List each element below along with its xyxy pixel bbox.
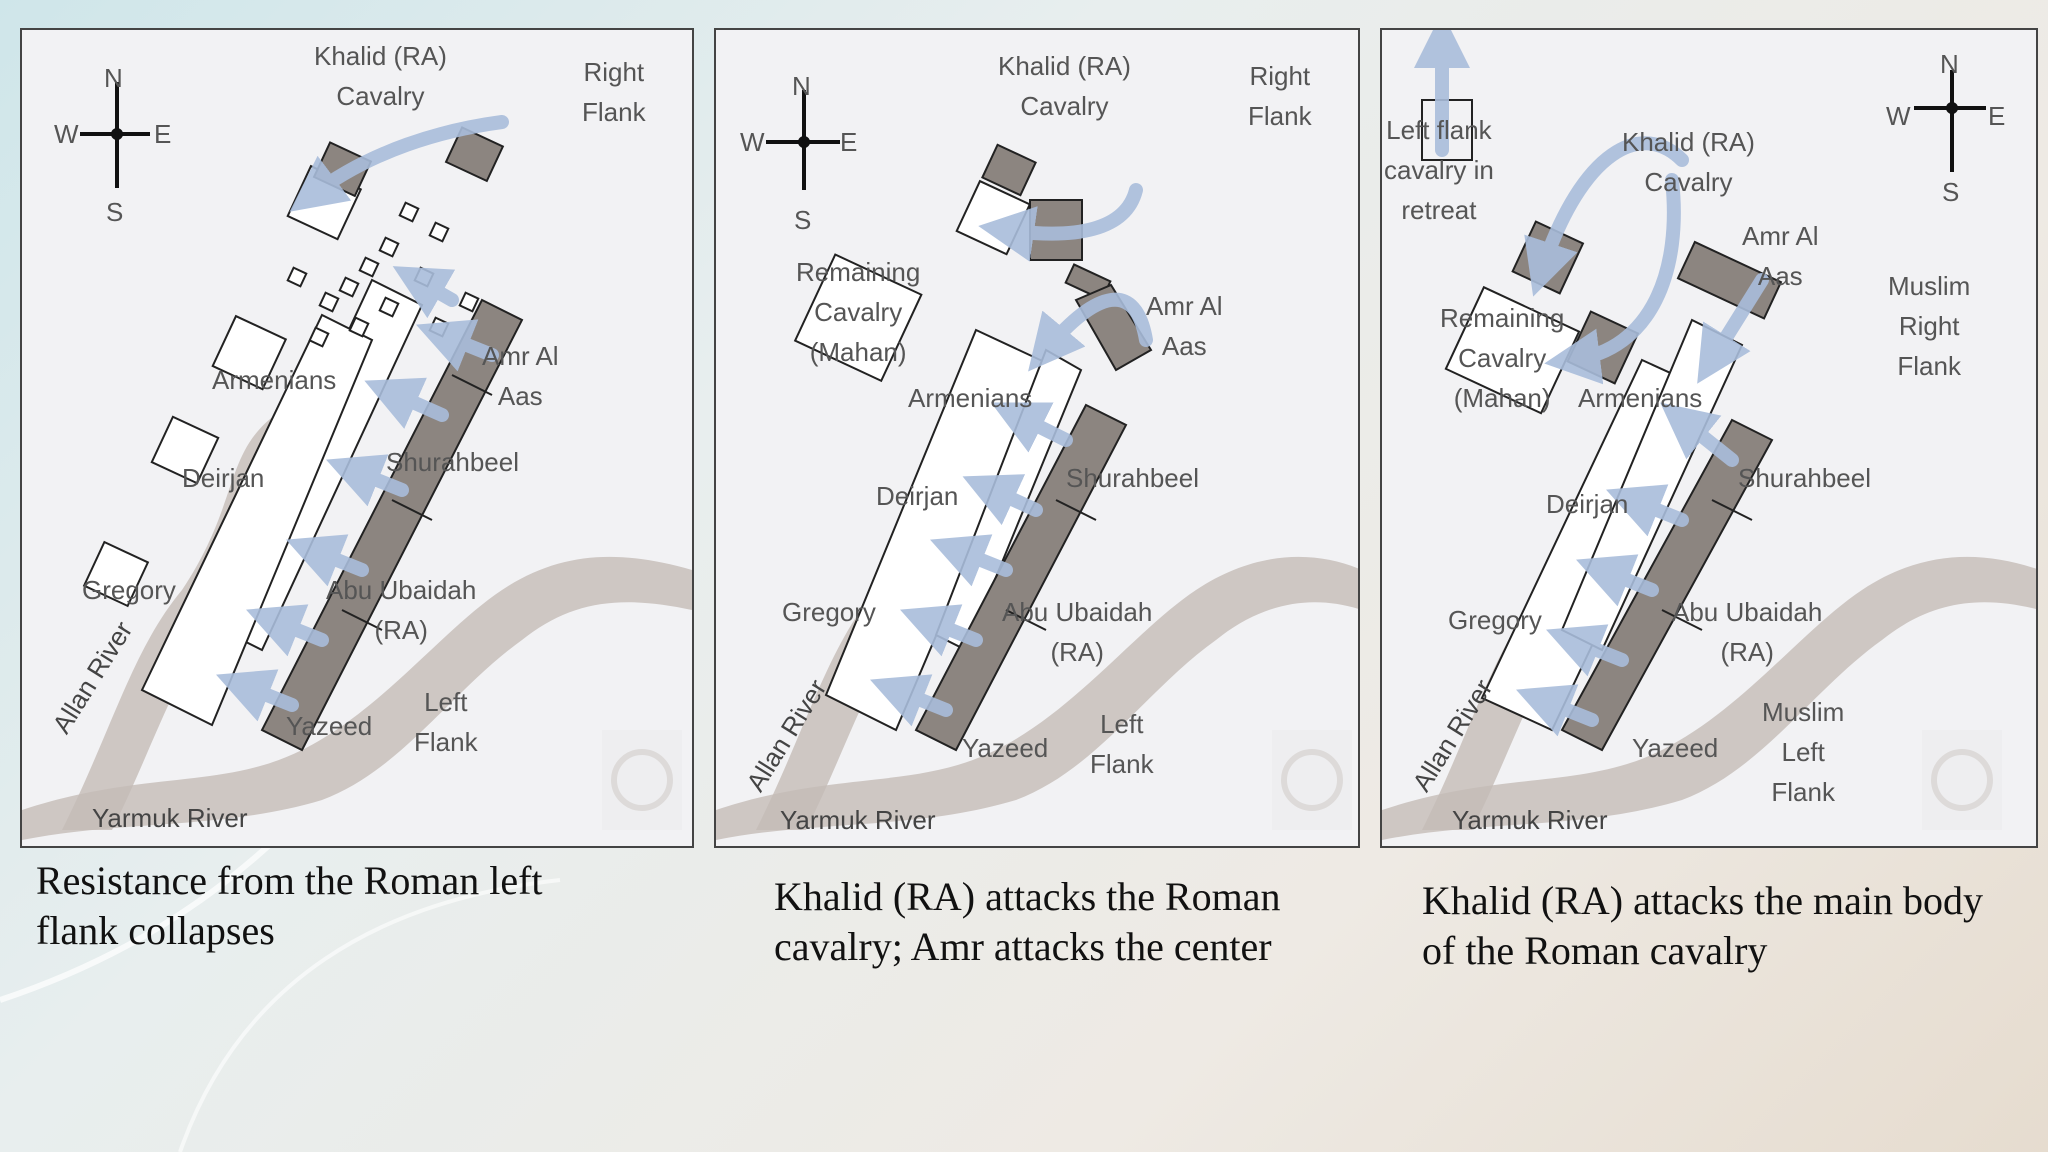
map-graphics xyxy=(716,90,1358,840)
label-yarmuk-river: Yarmuk River xyxy=(780,805,936,835)
compass-n: N xyxy=(1940,49,1959,79)
label-yazeed: Yazeed xyxy=(962,733,1049,763)
compass-n: N xyxy=(792,71,811,101)
compass-icon xyxy=(80,82,150,188)
label-deirjan: Deirjan xyxy=(1546,489,1629,519)
compass-w: W xyxy=(1886,101,1911,131)
compass-e: E xyxy=(154,119,172,149)
compass-w: W xyxy=(740,127,765,157)
label-yazeed: Yazeed xyxy=(286,711,373,741)
compass-w: W xyxy=(54,119,79,149)
label-armenians: Armenians xyxy=(908,383,1033,413)
label-yarmuk-river: Yarmuk River xyxy=(92,803,248,833)
label-khalid-cavalry: Khalid (RA)Cavalry xyxy=(1622,127,1755,197)
khalid-west-arrow xyxy=(289,115,509,212)
label-deirjan: Deirjan xyxy=(182,463,265,493)
label-gregory: Gregory xyxy=(782,597,876,627)
compass-n: N xyxy=(104,63,123,93)
label-shurahbeel: Shurahbeel xyxy=(1066,463,1199,493)
compass-e: E xyxy=(840,127,858,157)
compass-icon xyxy=(766,90,840,190)
attack-arrows xyxy=(1414,30,1769,737)
compass-s: S xyxy=(1942,177,1960,207)
label-khalid-cavalry: Khalid (RA)Cavalry xyxy=(998,51,1131,121)
map-graphics xyxy=(22,30,694,848)
label-yazeed: Yazeed xyxy=(1632,733,1719,763)
label-gregory: Gregory xyxy=(82,575,176,605)
label-deirjan: Deirjan xyxy=(876,481,959,511)
compass-e: E xyxy=(1988,101,2006,131)
crescent-logo xyxy=(1272,730,1352,830)
label-abu-ubaidah: Abu Ubaidah(RA) xyxy=(1672,597,1823,667)
roman-formation xyxy=(82,164,480,727)
attack-arrows xyxy=(870,183,1153,727)
compass-s: S xyxy=(106,197,124,227)
attack-arrows xyxy=(242,122,502,705)
label-abu-ubaidah: Abu Ubaidah(RA) xyxy=(326,575,477,645)
label-armenians: Armenians xyxy=(212,365,337,395)
label-gregory: Gregory xyxy=(1448,605,1542,635)
label-yarmuk-river: Yarmuk River xyxy=(1452,805,1608,835)
map-graphics xyxy=(1382,30,2036,840)
crescent-logo xyxy=(602,730,682,830)
crescent-logo xyxy=(1922,730,2002,830)
label-armenians: Armenians xyxy=(1578,383,1703,413)
label-khalid-cavalry: Khalid (RA)Cavalry xyxy=(314,41,447,111)
yarmuk-river-shape xyxy=(22,556,692,840)
compass-s: S xyxy=(794,205,812,235)
label-shurahbeel: Shurahbeel xyxy=(386,447,519,477)
label-shurahbeel: Shurahbeel xyxy=(1738,463,1871,493)
compass-icon xyxy=(1914,70,1986,172)
label-abu-ubaidah: Abu Ubaidah(RA) xyxy=(1002,597,1153,667)
